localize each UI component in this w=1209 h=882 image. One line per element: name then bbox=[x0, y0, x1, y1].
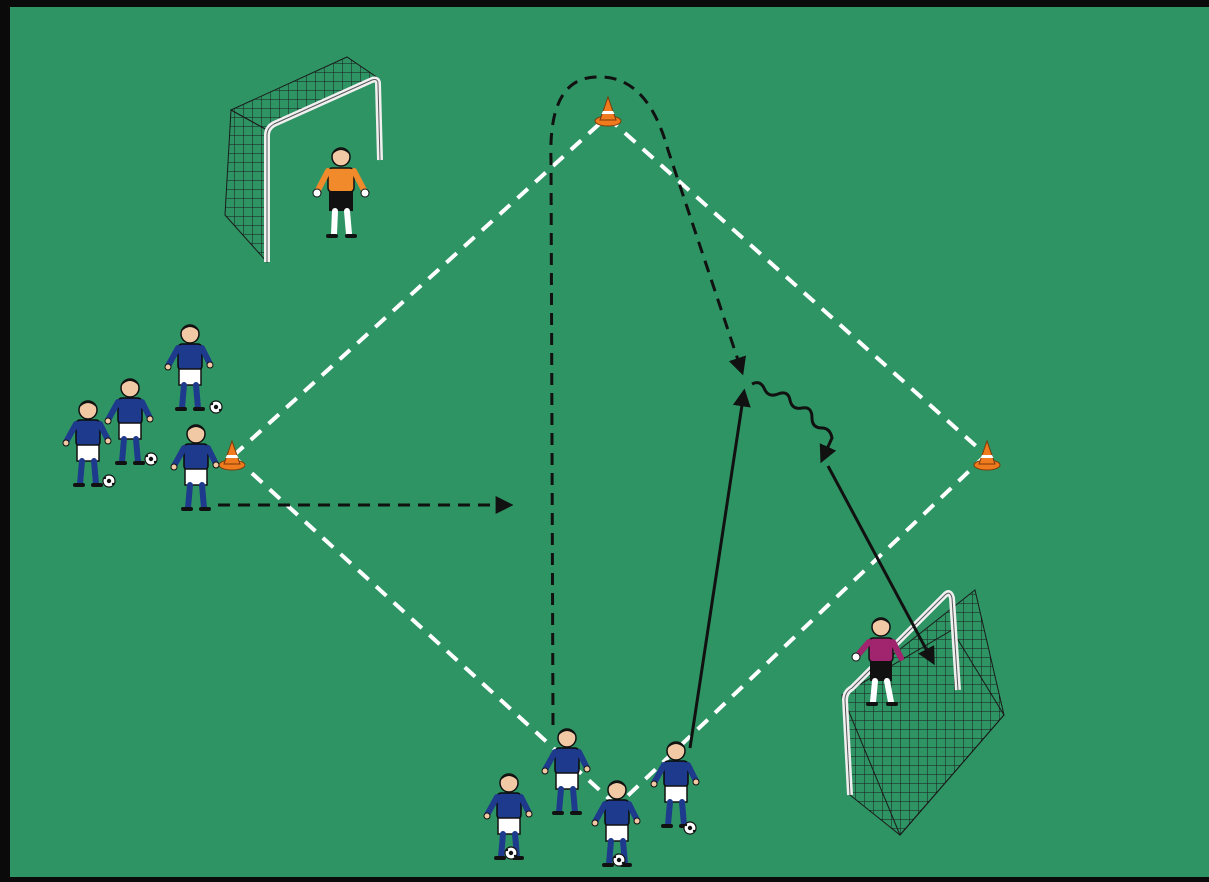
ball-icon bbox=[145, 453, 157, 465]
ball-icon bbox=[505, 847, 517, 859]
pitch-surface bbox=[10, 7, 1209, 877]
ball-icon bbox=[684, 822, 696, 834]
ball-icon bbox=[103, 475, 115, 487]
ball-icon bbox=[613, 854, 625, 866]
ball-icon bbox=[210, 401, 222, 413]
